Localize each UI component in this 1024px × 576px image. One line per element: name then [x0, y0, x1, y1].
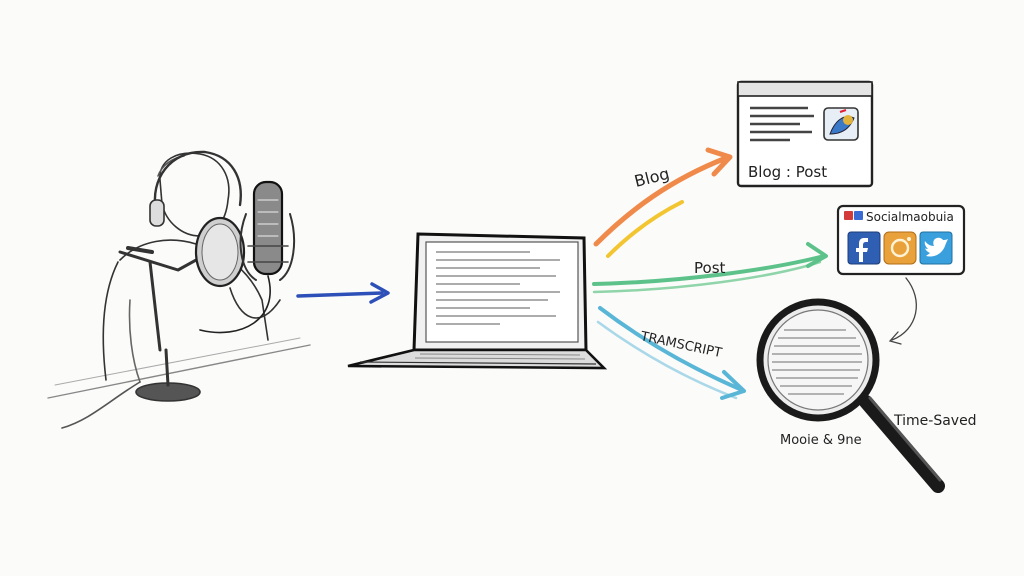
magnifier-note-label: Mooie & 9ne	[780, 433, 862, 448]
blog-post-text-lines	[750, 106, 814, 142]
facebook-icon	[847, 231, 881, 265]
arrow-transcript	[596, 306, 746, 400]
arrow-to-laptop	[296, 282, 390, 304]
magnifier-illustration	[756, 298, 945, 493]
blog-card-title: Blog : Post	[748, 163, 827, 181]
instagram-icon	[883, 231, 917, 265]
blog-post-image-icon	[823, 107, 859, 141]
magnified-transcript-text	[772, 329, 862, 395]
social-to-magnifier-connector	[891, 277, 917, 341]
podcaster-illustration	[47, 150, 311, 429]
social-card-title: Socialmaobuia	[866, 210, 954, 224]
social-card-logo-icon	[844, 211, 863, 220]
arrow-blog	[593, 147, 733, 258]
blog-post-card: Blog : Post	[736, 80, 874, 188]
post-arrow-label: Post	[694, 259, 726, 277]
laptop-illustration	[347, 232, 608, 370]
twitter-icon	[919, 231, 953, 265]
arrow-post	[592, 242, 828, 294]
time-saved-label: Time-Saved	[893, 413, 977, 429]
social-media-card: Socialmaobuia	[836, 204, 966, 276]
laptop-screen-text	[436, 251, 560, 325]
